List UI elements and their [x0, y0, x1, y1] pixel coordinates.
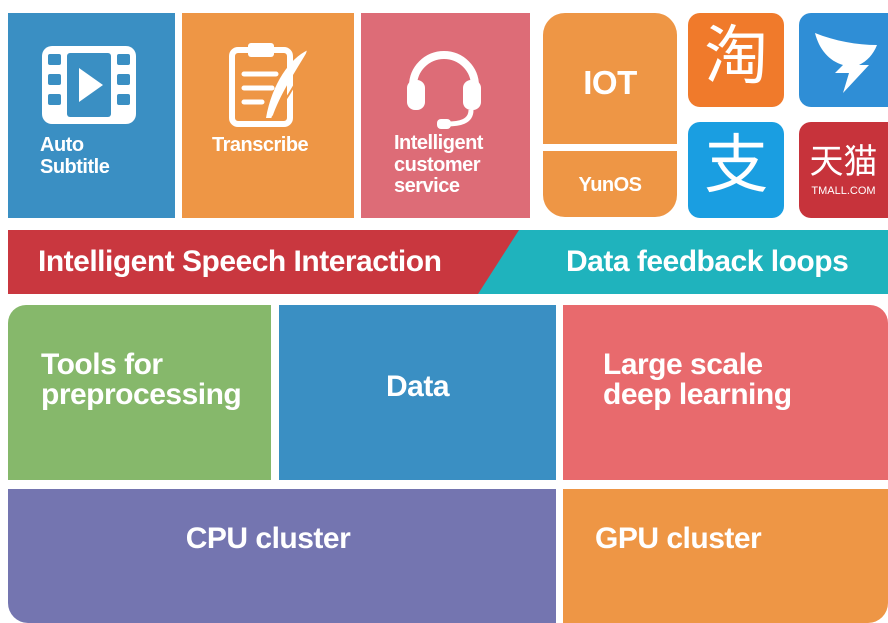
alipay-app-icon[interactable]: 支 — [688, 122, 784, 218]
taobao-glyph: 淘 — [704, 20, 768, 94]
cpu-cluster-label: CPU cluster — [185, 522, 351, 555]
dingtalk-app-icon[interactable] — [799, 13, 888, 107]
iot-label: IOT — [583, 64, 637, 101]
headset-icon — [407, 51, 481, 129]
transcribe-label: Transcribe — [212, 134, 309, 156]
yunos-label: YunOS — [578, 174, 642, 196]
iot-divider — [543, 144, 677, 151]
gpu-cluster-label: GPU cluster — [595, 522, 762, 555]
data-label: Data — [385, 370, 450, 403]
tmall-app-icon[interactable]: 天猫 TMALL.COM — [799, 122, 888, 218]
tools-preprocessing-tile: Tools for preprocessing — [8, 305, 271, 480]
deep-learning-tile: Large scale deep learning — [563, 305, 888, 480]
tools-preprocessing-label: Tools for preprocessing — [41, 348, 242, 411]
data-feedback-band: Data feedback loops — [478, 230, 888, 294]
customer-service-tile: Intelligent customer service — [361, 13, 530, 218]
auto-subtitle-tile: Auto Subtitle — [8, 13, 175, 218]
deep-learning-label: Large scale deep learning — [603, 348, 792, 411]
tmall-sub-label: TMALL.COM — [811, 185, 876, 197]
alipay-glyph: 支 — [704, 129, 768, 203]
video-film-icon — [42, 46, 136, 124]
cpu-cluster-tile: CPU cluster — [8, 489, 556, 623]
speech-interaction-label: Intelligent Speech Interaction — [38, 245, 442, 278]
transcribe-tile: Transcribe — [182, 13, 354, 218]
speech-interaction-band: Intelligent Speech Interaction — [8, 230, 520, 294]
gpu-cluster-tile: GPU cluster — [563, 489, 888, 623]
notepad-quill-icon — [229, 43, 309, 127]
data-tile: Data — [279, 305, 556, 480]
data-feedback-label: Data feedback loops — [566, 245, 849, 278]
tmall-glyph: 天猫 — [809, 142, 878, 182]
auto-subtitle-label: Auto Subtitle — [40, 134, 110, 178]
iot-tile: IOT YunOS — [543, 13, 677, 217]
customer-service-label: Intelligent customer service — [394, 132, 483, 198]
dingtalk-wing-icon — [815, 33, 877, 93]
taobao-app-icon[interactable]: 淘 — [688, 13, 784, 107]
